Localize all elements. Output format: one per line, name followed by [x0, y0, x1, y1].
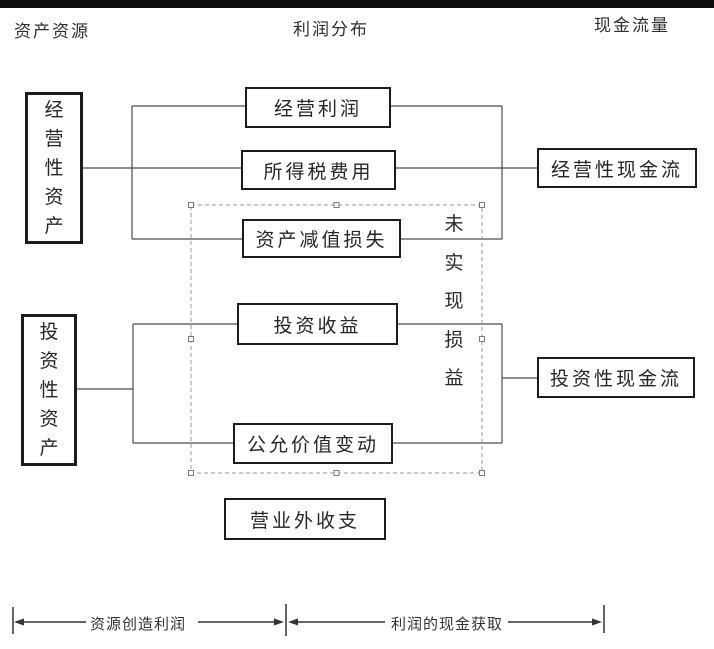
selection-handles [188, 202, 485, 476]
box-investment-assets: 投资性资产 [21, 314, 77, 466]
column-header-profit-distribution: 利润分布 [293, 20, 369, 39]
top-border-bar [0, 0, 714, 8]
bracket-label-resources-create-profit: 资源创造利润 [89, 616, 186, 633]
box-non-operating-items: 营业外收支 [224, 498, 386, 540]
box-investment-income: 投资收益 [237, 303, 398, 345]
label-unrealized-gains-losses: 未实现损益 [444, 214, 464, 389]
box-operating-profit: 经营利润 [245, 87, 391, 128]
bracket-label-cash-capture-of-profit: 利润的现金获取 [391, 616, 504, 633]
box-operating-assets: 经营性资产 [25, 92, 83, 244]
box-asset-impairment-loss: 资产减值损失 [242, 219, 401, 258]
column-header-cash-flow: 现金流量 [594, 16, 670, 35]
operating-group-connectors [82, 105, 537, 240]
dashed-selection-box [188, 202, 485, 476]
box-investment-assets-label: 投资性资产 [39, 321, 59, 459]
box-operating-cash-flow: 经营性现金流 [537, 148, 697, 188]
bottom-span-arrows [12, 604, 605, 636]
box-fair-value-change: 公允价值变动 [233, 423, 393, 464]
column-header-asset-resources: 资产资源 [14, 22, 90, 41]
box-income-tax-expense: 所得税费用 [241, 150, 396, 190]
investment-group-connectors [77, 323, 537, 444]
box-operating-assets-label: 经营性资产 [44, 99, 64, 237]
box-investing-cash-flow: 投资性现金流 [537, 357, 695, 398]
